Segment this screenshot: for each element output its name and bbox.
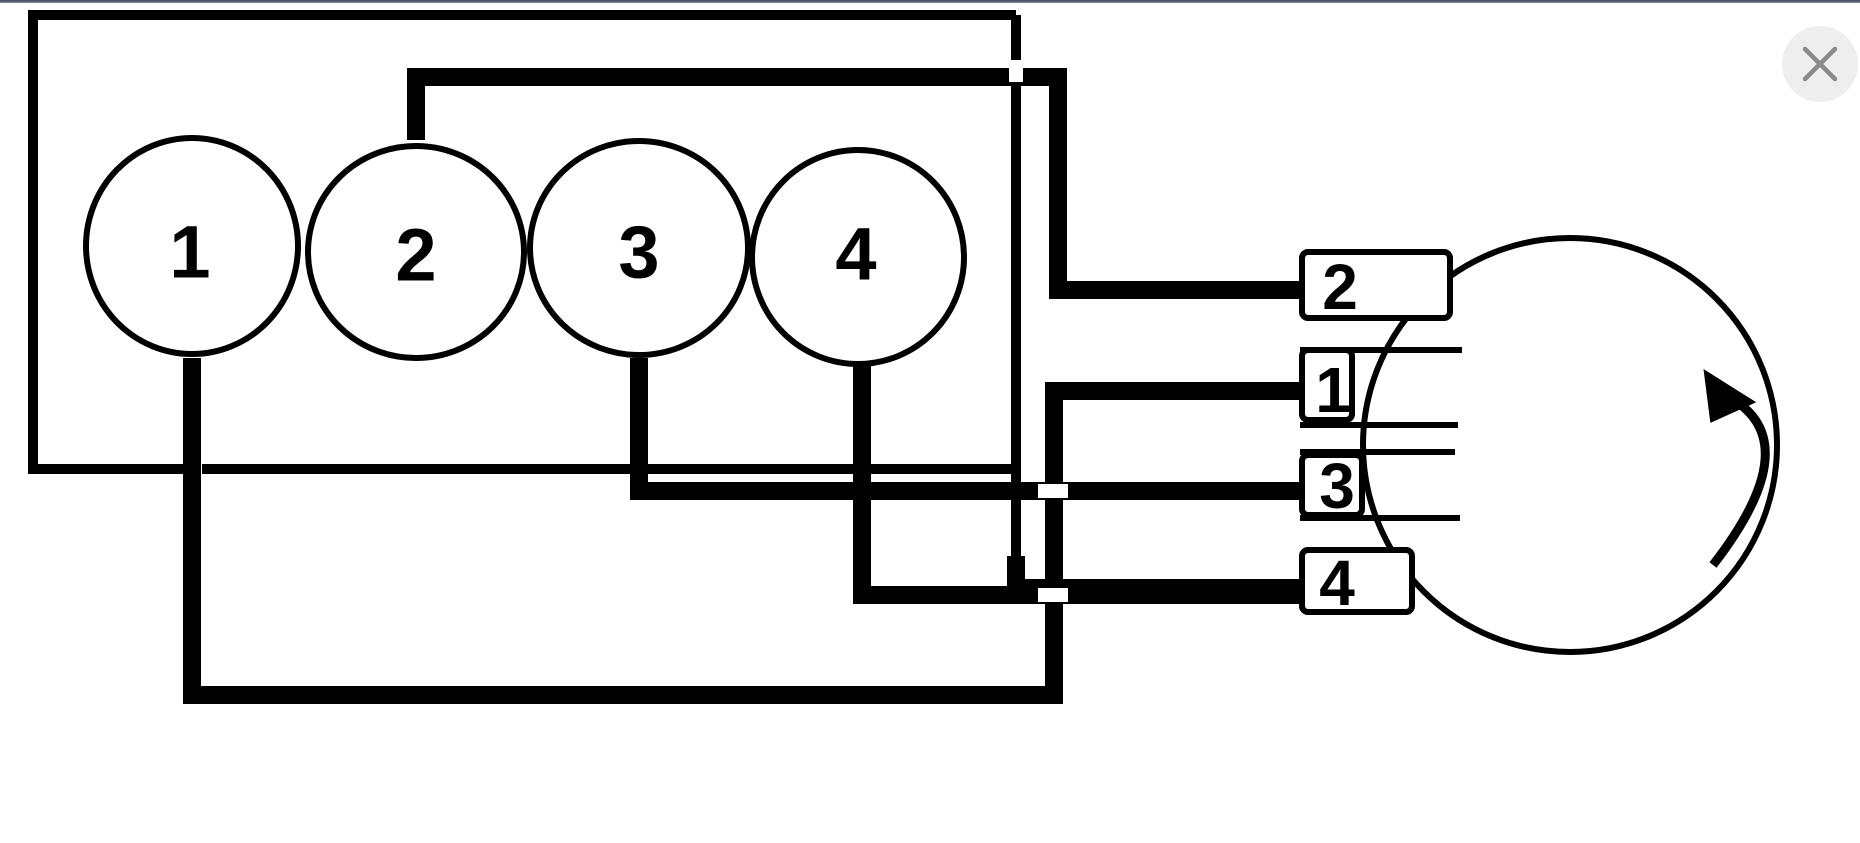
cylinder-label: 1 xyxy=(169,211,210,294)
terminal-4: 4 xyxy=(1299,547,1415,619)
terminal-label: 1 xyxy=(1315,354,1351,426)
cylinder-4: 4 xyxy=(749,147,967,367)
cylinder-1: 1 xyxy=(83,135,301,357)
cylinder-label: 4 xyxy=(835,213,876,296)
terminal-label: 2 xyxy=(1322,251,1358,323)
cylinder-2: 2 xyxy=(305,143,527,361)
rotation-arc xyxy=(1709,392,1770,568)
terminal-label: 3 xyxy=(1319,450,1355,522)
distributor-body xyxy=(1360,235,1780,655)
top-border xyxy=(0,0,1860,3)
wire-2-lead xyxy=(407,68,1300,299)
close-button[interactable] xyxy=(1782,26,1858,102)
wire-4-loop xyxy=(28,10,1016,474)
terminal-label: 4 xyxy=(1319,547,1355,619)
close-icon xyxy=(1802,46,1838,82)
cylinder-label: 2 xyxy=(395,214,436,297)
cylinder-label: 3 xyxy=(618,211,659,294)
counterclockwise-arrow-icon xyxy=(1703,369,1757,423)
terminal-3: 3 xyxy=(1299,450,1365,522)
cylinder-3: 3 xyxy=(527,138,751,358)
terminal-1: 1 xyxy=(1299,347,1355,426)
wire-1-lead xyxy=(183,358,1300,704)
terminal-2: 2 xyxy=(1299,249,1453,323)
